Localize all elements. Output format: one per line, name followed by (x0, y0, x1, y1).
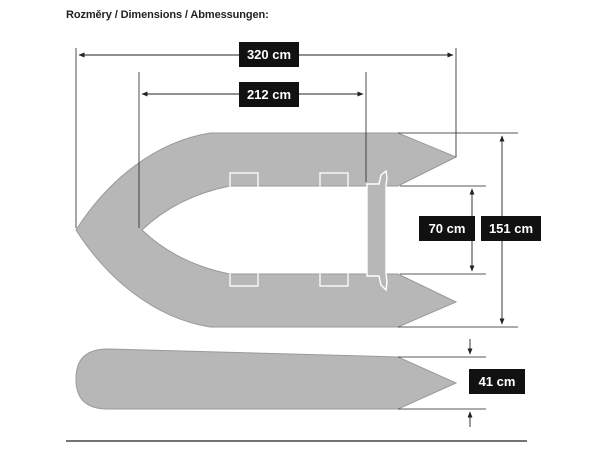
bench-seat-rear (319, 172, 349, 287)
inner-length-label: 212 cm (239, 82, 299, 107)
overall-width-label: 151 cm (481, 216, 541, 241)
transom (366, 169, 388, 292)
overall-length-label-text: 320 cm (247, 47, 291, 62)
inner-width-label-text: 70 cm (429, 221, 466, 236)
overall-width-label-text: 151 cm (489, 221, 533, 236)
dimensions-heading: Rozměry / Dimensions / Abmessungen: (66, 9, 269, 21)
tube-diameter-label-text: 41 cm (479, 374, 516, 389)
boat-hull-top-view (75, 132, 458, 328)
boat-hull-side-view (75, 348, 458, 410)
extension-lines (75, 48, 518, 410)
overall-length-label: 320 cm (239, 42, 299, 67)
inner-length-label-text: 212 cm (247, 87, 291, 102)
bench-seat-front (229, 172, 259, 287)
tube-diameter-label: 41 cm (469, 369, 525, 394)
inner-width-label: 70 cm (419, 216, 475, 241)
